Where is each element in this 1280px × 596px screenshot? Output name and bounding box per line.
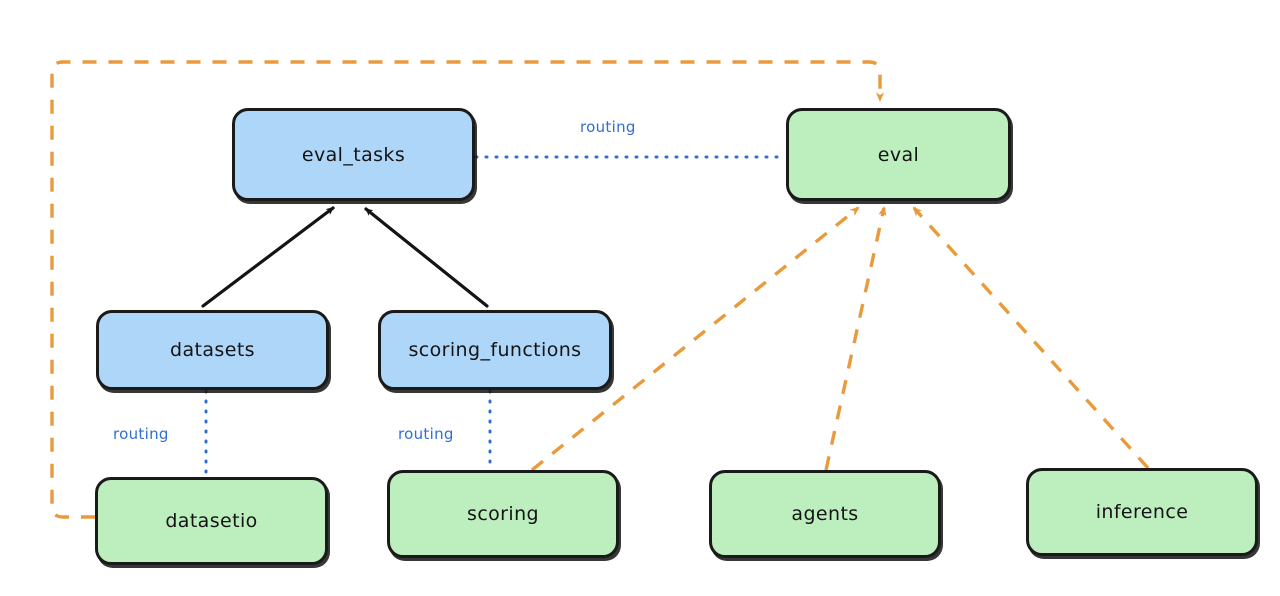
node-label-eval: eval xyxy=(877,143,920,166)
edge-label-routing-eval_tasks-eval: routing xyxy=(580,118,636,136)
node-label-inference: inference xyxy=(1095,501,1189,523)
node-scoring_functions[interactable]: scoring_functions xyxy=(378,310,612,390)
dependency-edge-agents-eval xyxy=(824,206,887,471)
node-label-datasetio: datasetio xyxy=(165,510,258,532)
node-eval[interactable]: eval xyxy=(786,108,1011,201)
node-label-scoring_functions: scoring_functions xyxy=(408,339,582,361)
node-eval_tasks[interactable]: eval_tasks xyxy=(232,108,475,201)
composition-edge-scoring_functions-eval_tasks xyxy=(364,207,489,308)
edge-label-routing-scoring_functions-scoring: routing xyxy=(398,425,454,443)
node-label-datasets: datasets xyxy=(170,339,255,361)
edge-label-routing-datasets-datasetio: routing xyxy=(113,425,169,443)
node-datasets[interactable]: datasets xyxy=(96,310,329,390)
node-agents[interactable]: agents xyxy=(709,470,941,558)
node-scoring[interactable]: scoring xyxy=(387,470,619,558)
node-inference[interactable]: inference xyxy=(1026,468,1258,556)
composition-edge-datasets-eval_tasks xyxy=(201,206,335,308)
node-label-eval_tasks: eval_tasks xyxy=(301,143,406,166)
node-label-scoring: scoring xyxy=(467,503,539,525)
node-label-agents: agents xyxy=(791,503,859,525)
node-datasetio[interactable]: datasetio xyxy=(95,477,328,565)
dependency-edge-inference-eval xyxy=(912,206,1150,470)
